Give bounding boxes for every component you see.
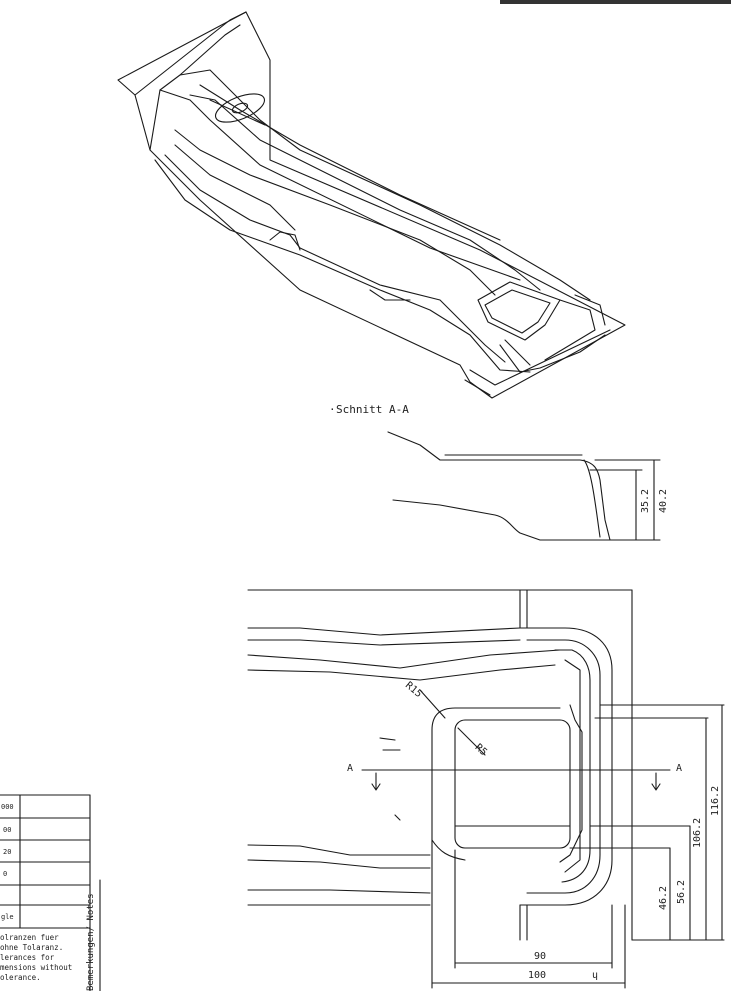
remarks-label: Bemerkungen/ Notes <box>86 893 96 991</box>
tolerance-note-line: lerances for <box>0 953 55 962</box>
section-dim-inner: 35.2 <box>640 488 651 513</box>
dim-height-116: 116.2 <box>710 785 721 816</box>
section-marker-right: A <box>676 763 683 774</box>
table-row: 00 <box>3 826 12 834</box>
plan-view <box>247 589 725 989</box>
section-marker-left: A <box>347 763 354 774</box>
corner-mark: ɥ <box>592 970 599 981</box>
tolerance-note-line: olerance. <box>0 973 41 982</box>
dim-width-inner: 90 <box>534 951 547 962</box>
tolerance-note-line: mensions without <box>0 963 73 972</box>
table-row: 20 <box>3 848 12 856</box>
section-a-a-view <box>387 431 661 541</box>
dim-height-106: 106.2 <box>692 817 703 848</box>
isometric-part-view <box>117 0 731 399</box>
section-dot: · <box>329 403 336 416</box>
tolerance-table <box>0 794 101 991</box>
table-row: gle <box>1 913 14 921</box>
dim-height-46: 46.2 <box>658 885 669 910</box>
tolerance-note-line: ohne Tolaranz. <box>0 943 64 952</box>
dim-height-56: 56.2 <box>676 879 687 904</box>
section-title: Schnitt A-A <box>336 403 409 416</box>
section-dim-outer: 40.2 <box>658 488 669 513</box>
dim-width-outer: 100 <box>528 970 547 981</box>
table-row: 0 <box>3 870 8 878</box>
table-row: 000 <box>1 803 14 811</box>
tolerance-note-line: olranzen fuer <box>0 933 59 942</box>
